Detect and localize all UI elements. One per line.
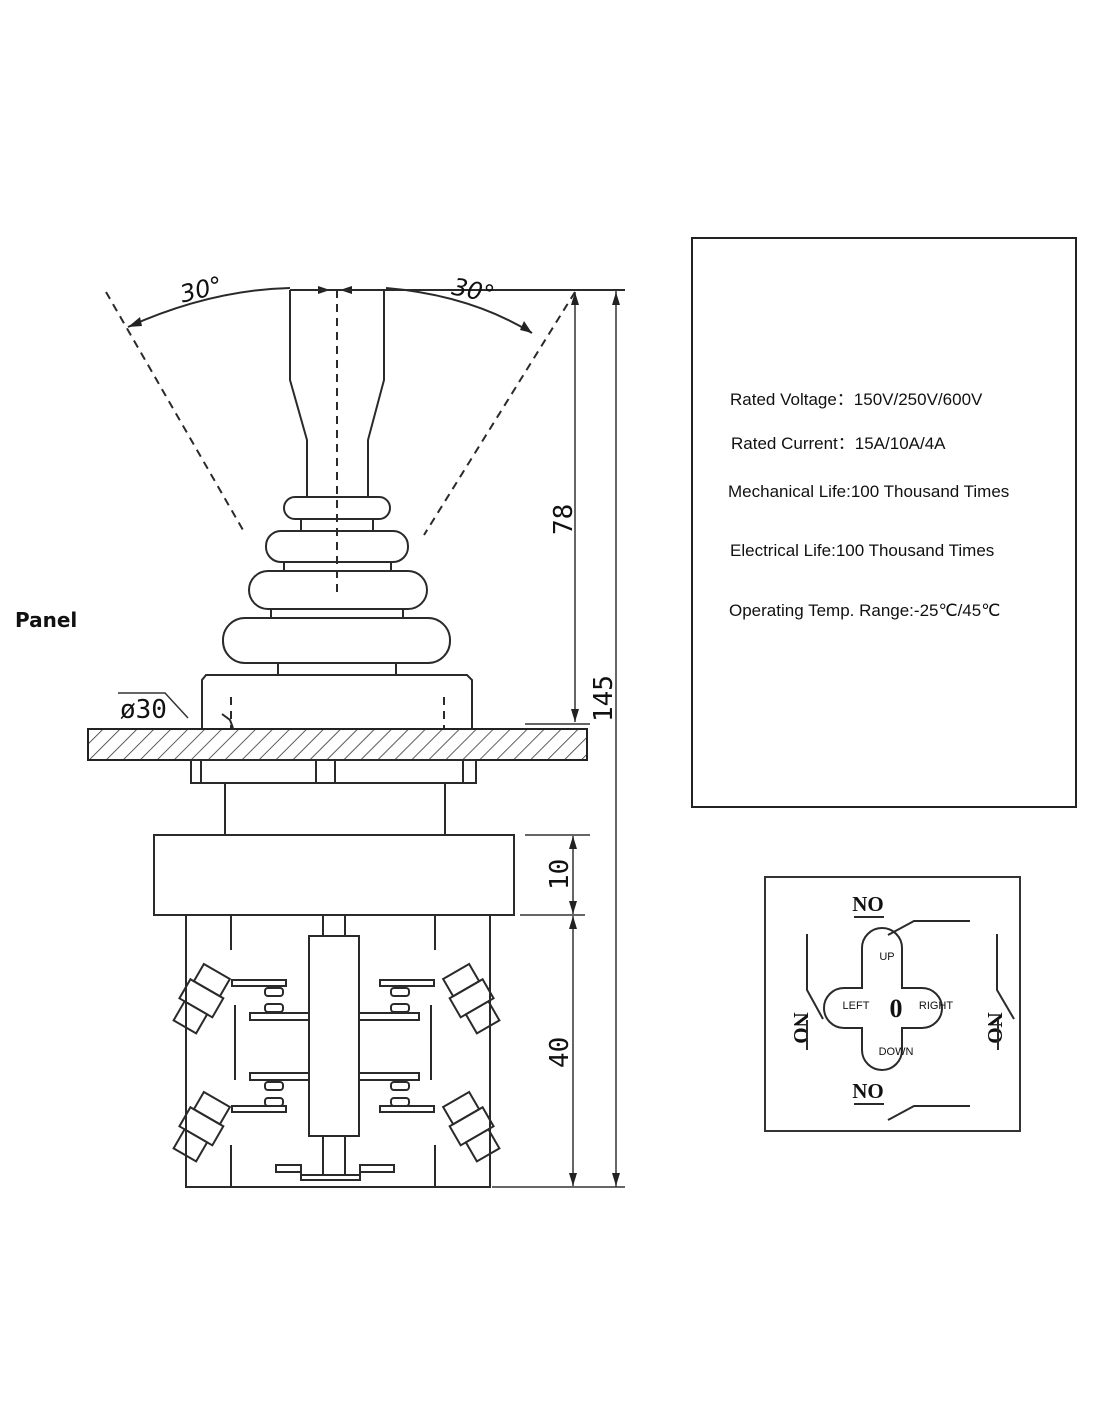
dimension-40-label: 40: [545, 1037, 575, 1068]
direction-left-label: LEFT: [843, 1000, 870, 1012]
diameter-label: ø30: [120, 695, 167, 725]
dimension-40: 40: [492, 916, 625, 1188]
direction-up-label: UP: [879, 951, 894, 963]
switch-collar: [153, 834, 515, 916]
contact-bar-upper-right: [358, 1012, 420, 1021]
spec-rated-voltage: Rated Voltage：150V/250V/600V: [730, 390, 983, 409]
lever-left-edge: [289, 290, 308, 496]
dimension-10-label: 10: [545, 859, 575, 890]
spec-rated-current: Rated Current：15A/10A/4A: [731, 434, 946, 453]
direction-pad-outline: [823, 927, 943, 1071]
contact-wiring-diagram: UP LEFT RIGHT DOWN 0 NO NO NO NO: [764, 876, 1021, 1132]
contact-top-no-label: NO: [852, 892, 884, 916]
left-arc-arrowhead: [128, 317, 142, 327]
terminal-screw-upper-left: [172, 962, 232, 1035]
diameter-callout: ø30: [118, 692, 189, 725]
actuator-plunger: [308, 935, 360, 1137]
contact-block: [185, 915, 491, 1188]
terminal-screw-lower-left: [172, 1090, 232, 1163]
lever-right-edge: [367, 290, 385, 496]
dimension-78: 78: [525, 292, 590, 725]
right-swing-limit-line: [423, 291, 576, 536]
contact-bar-upper-left: [249, 1012, 310, 1021]
contact-bar-lower-right: [358, 1072, 420, 1081]
contact-bottom-no-label: NO: [852, 1079, 884, 1103]
boot-ring-4: [222, 617, 451, 664]
direction-down-label: DOWN: [879, 1046, 914, 1058]
mounting-panel: [87, 728, 588, 761]
boot-ring-2: [265, 530, 409, 563]
bezel: [201, 674, 473, 729]
spec-operating-temp: Operating Temp. Range:-25℃/45℃: [729, 601, 1001, 620]
contact-top-switch: [887, 920, 970, 936]
boot-ring-3: [248, 570, 428, 610]
mounting-nut: [190, 759, 477, 784]
direction-right-label: RIGHT: [919, 1000, 954, 1012]
contact-left-no-label: NO: [789, 1012, 813, 1044]
panel-label: Panel: [15, 608, 78, 632]
contact-left-switch: [806, 934, 824, 1020]
contact-bar-lower-left: [249, 1072, 310, 1081]
rubber-boot: [222, 496, 451, 675]
left-angle-arc: [127, 287, 291, 328]
left-angle-label: 30°: [177, 271, 225, 308]
dimension-10: 10: [520, 834, 590, 916]
spec-electrical-life: Electrical Life:100 Thousand Times: [730, 541, 995, 560]
dimension-145: 145: [589, 290, 620, 1187]
center-neutral-label: 0: [890, 994, 903, 1023]
dimension-145-label: 145: [589, 675, 619, 722]
contact-bottom-switch: [887, 1105, 970, 1121]
spec-mechanical-life: Mechanical Life:100 Thousand Times: [728, 482, 1010, 501]
specifications-box: Rated Voltage：150V/250V/600V Rated Curre…: [691, 237, 1077, 808]
bottom-cam: [275, 1164, 395, 1181]
dimension-78-label: 78: [549, 504, 579, 535]
bezel-outline: [201, 674, 473, 728]
body-neck: [224, 783, 446, 835]
contact-block-outline: [185, 915, 491, 1188]
right-arc-arrowhead: [520, 321, 532, 333]
wiring-svg: UP LEFT RIGHT DOWN 0 NO NO NO NO: [789, 892, 1015, 1121]
right-angle-label: 30°: [449, 273, 496, 309]
swing-angle-guides: 30° 30°: [105, 271, 625, 536]
left-swing-limit-line: [105, 291, 244, 531]
terminal-screw-upper-right: [441, 962, 501, 1035]
contact-right-no-label: NO: [983, 1012, 1007, 1044]
terminal-screw-lower-right: [441, 1090, 501, 1163]
boot-ring-1: [283, 496, 391, 520]
joystick-lever: [289, 290, 385, 496]
contact-right-switch: [996, 934, 1015, 1020]
